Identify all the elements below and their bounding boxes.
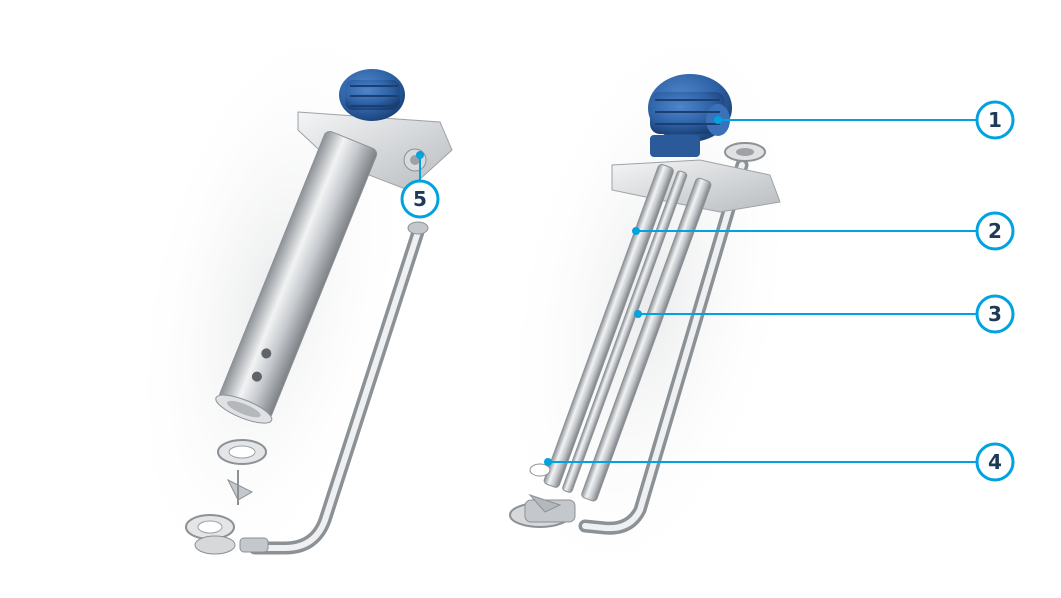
callout-3-label: 3: [988, 302, 1002, 326]
flange-icon: [217, 439, 267, 465]
callout-5: 5: [400, 179, 440, 219]
callout-1: 1: [975, 100, 1015, 140]
callout-4-label: 4: [988, 450, 1002, 474]
impeller-icon: [226, 470, 254, 505]
electric-motor-icon: [648, 74, 732, 157]
assembled-pump: [509, 74, 781, 535]
callout-2-label: 2: [988, 219, 1002, 243]
callout-1-label: 1: [988, 108, 1002, 132]
electric-motor-icon: [339, 69, 405, 121]
callout-4: 4: [975, 442, 1015, 482]
exploded-pump: [185, 69, 453, 555]
callout-5-label: 5: [413, 187, 427, 211]
pump-housing: [185, 514, 269, 555]
callout-3: 3: [975, 294, 1015, 334]
callout-2: 2: [975, 211, 1015, 251]
callout-leaders: [416, 116, 976, 466]
